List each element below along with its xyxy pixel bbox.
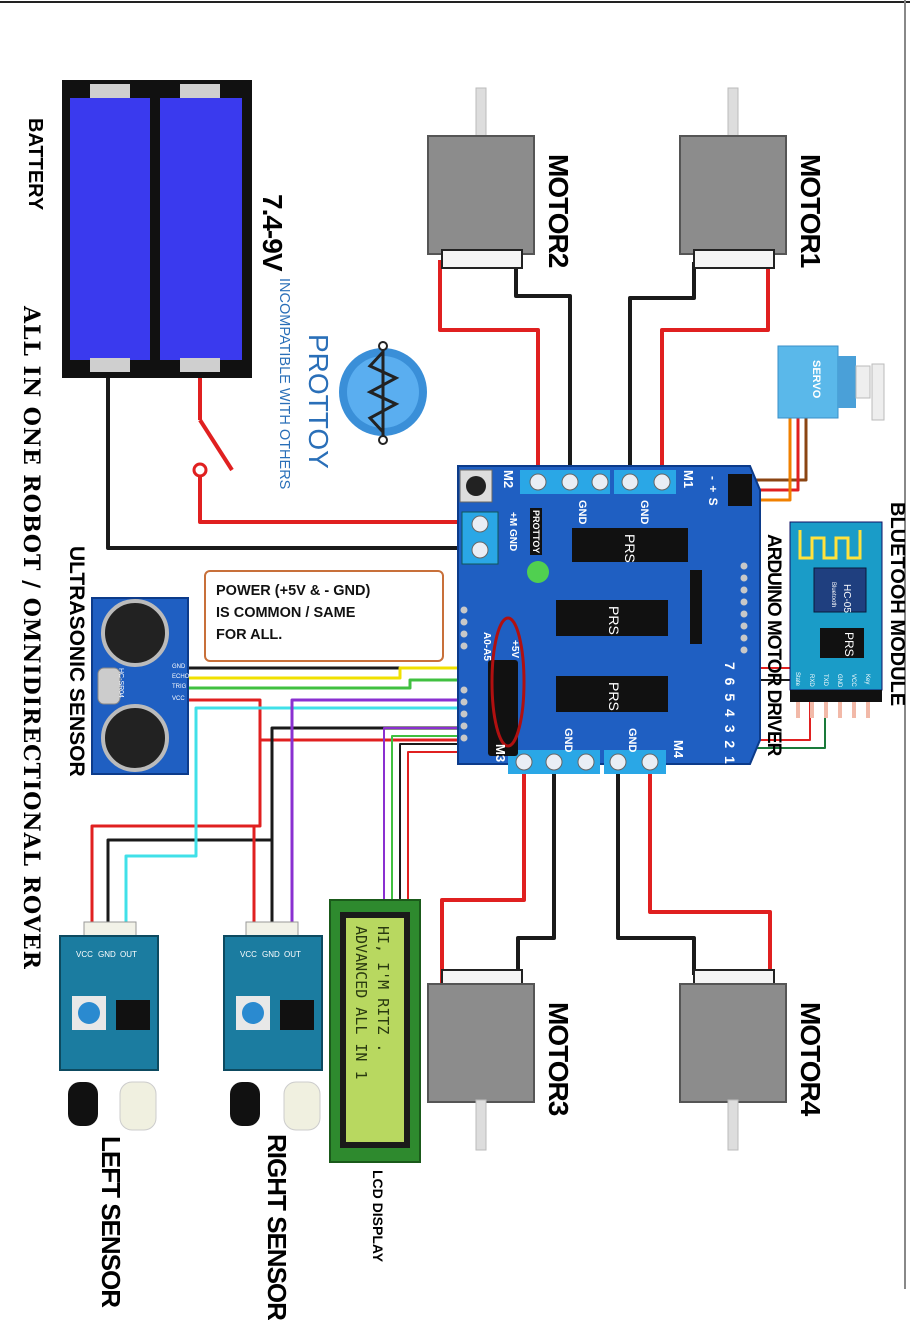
right-ir-pin-gnd: GND <box>262 950 280 959</box>
left-ir-vcc-wire <box>90 740 262 935</box>
us-pin-trig: TRIG <box>172 684 187 690</box>
lcd-line-1: HI, I'M RITZ . <box>374 926 392 1053</box>
shield-5v-label: +5V <box>509 640 520 659</box>
lcd-line-2: ADVANCED ALL IN 1 <box>352 926 370 1080</box>
motor4-red-wire <box>648 762 772 985</box>
servo-orange-wire <box>748 418 792 502</box>
battery-pack <box>62 80 252 378</box>
shield-analog-label: A0-A5 <box>481 632 492 661</box>
power-note-callout: POWER (+5V & - GND) IS COMMON / SAME FOR… <box>204 570 444 662</box>
servo-brown-wire <box>748 418 808 482</box>
shield-m3: M3 <box>493 744 508 763</box>
servo-label: SERVO <box>810 360 822 399</box>
logo-tagline: INCOMPATIBLE WITH OTHERS <box>276 278 292 490</box>
bluetooth-chip: PRS <box>842 632 856 657</box>
callout-line-3: FOR ALL. <box>216 627 283 643</box>
bt-pin-4: VCC <box>850 674 856 687</box>
ultrasonic-label: ULTRASONIC SENSOR <box>65 546 88 777</box>
motor1-red-wire <box>660 260 770 482</box>
callout-line-1: POWER (+5V & - GND) <box>216 583 371 599</box>
battery-gnd-wire <box>106 378 480 550</box>
lcd-gnd-wire <box>399 743 480 905</box>
motor3 <box>427 969 535 1151</box>
chip-3-label: PRS <box>606 682 622 711</box>
bluetooth-sub: Bluetooth <box>830 582 836 608</box>
chip-2-label: PRS <box>606 606 622 635</box>
right-ir-pin-out: OUT <box>284 950 301 959</box>
bluetooth-module <box>789 521 883 718</box>
left-ir-sensor <box>59 921 159 1131</box>
ultrasonic-echo-wire <box>182 666 480 680</box>
shield-title: ARDUINO MOTOR DRIVER <box>763 534 784 756</box>
left-ir-pin-out: OUT <box>120 950 137 959</box>
motor4-black-wire <box>616 762 696 975</box>
servo-motor <box>777 345 885 421</box>
battery-label: BATTERY <box>24 118 46 211</box>
shield-m4: M4 <box>671 740 686 759</box>
battery-pos-wire <box>198 378 480 524</box>
left-ir-pin-vcc: VCC <box>76 950 93 959</box>
bt-pin-0: State <box>794 672 800 687</box>
shield-gnd-bottom-right: GND <box>626 728 638 753</box>
logo-name: PROTTOY <box>303 334 334 469</box>
right-sensor-label: RIGHT SENSOR <box>262 1134 292 1320</box>
us-pin-gnd: GND <box>172 664 186 670</box>
motor4 <box>679 969 787 1151</box>
lcd-sda-wire <box>383 727 480 905</box>
motor1-label: MOTOR1 <box>795 154 826 268</box>
bluetooth-model: HC-05 <box>841 584 852 613</box>
lcd-display <box>329 899 421 1163</box>
bt-pin-5: Key <box>864 674 870 685</box>
left-ir-pin-gnd: GND <box>98 950 116 959</box>
bt-pin-2: TXD <box>822 674 828 686</box>
motor1 <box>679 87 787 269</box>
ultrasonic-sensor <box>91 597 189 775</box>
servo-red-wire <box>748 418 800 492</box>
shield-digital-pins: 7 6 5 4 3 2 1 0 <box>722 662 738 782</box>
motor2 <box>427 87 535 269</box>
us-pin-echo: ECHO <box>172 674 190 680</box>
battery-voltage: 7.4-9V <box>257 194 288 271</box>
lcd-scl-wire <box>391 735 480 905</box>
lcd-vcc-wire <box>407 751 480 905</box>
ultrasonic-trig-wire <box>182 678 480 690</box>
callout-line-2: IS COMMON / SAME <box>216 605 356 621</box>
us-pin-vcc: VCC <box>172 696 185 702</box>
motor3-red-wire <box>440 762 526 985</box>
right-ir-out-wire <box>290 698 480 935</box>
motor4-label: MOTOR4 <box>795 1002 826 1116</box>
shield-gnd-top-right: GND <box>638 500 650 525</box>
left-sensor-label: LEFT SENSOR <box>96 1136 126 1308</box>
right-ir-sensor <box>223 921 323 1131</box>
right-ir-pin-vcc: VCC <box>240 950 257 959</box>
bt-pin-3: GND <box>836 674 842 688</box>
chip-1-label: PRS <box>622 534 638 563</box>
title: ALL IN ONE ROBOT / OMNIDIRECTIONAL ROVER <box>18 306 44 970</box>
lcd-label: LCD DISPLAY <box>370 1170 386 1263</box>
bt-pin-1: RXD <box>808 674 814 687</box>
motor2-red-wire <box>438 260 540 482</box>
motor1-black-wire <box>628 262 696 482</box>
bluetooth-label: BLUETOOH MODULE <box>886 502 908 707</box>
motor2-black-wire <box>514 262 572 482</box>
shield-m1: M1 <box>681 470 696 489</box>
motor2-label: MOTOR2 <box>543 154 574 268</box>
ultrasonic-vcc-wire <box>182 698 480 742</box>
power-switch <box>192 418 234 478</box>
prottoy-logo <box>339 341 427 445</box>
shield-power-terminal-label: +M GND <box>507 512 518 552</box>
motor3-black-wire <box>516 762 556 975</box>
shield-gnd-bottom-left: GND <box>562 728 574 753</box>
ultrasonic-model: HC-SR04 <box>117 668 124 698</box>
shield-gnd-top-left: GND <box>576 500 588 525</box>
shield-badge: PROTTOY <box>530 508 542 556</box>
motor3-label: MOTOR3 <box>543 1002 574 1116</box>
shield-servo-pins: - + S <box>706 476 720 507</box>
shield-m2: M2 <box>501 470 516 489</box>
